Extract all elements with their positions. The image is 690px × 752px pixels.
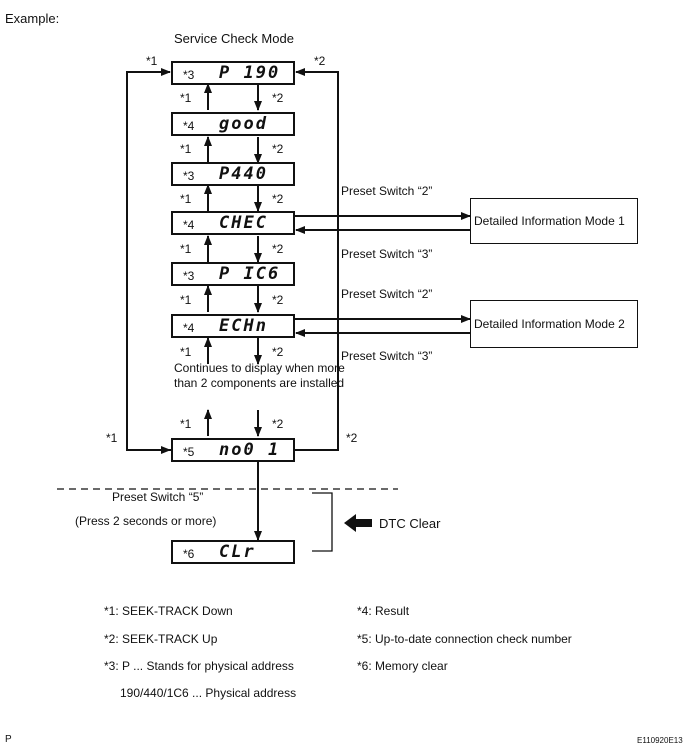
step-mark-1: *1 (180, 192, 192, 206)
step-mark-1: *1 (180, 345, 192, 359)
step-mark-1: *1 (180, 417, 192, 431)
continues-note-line-2: than 2 components are installed (174, 376, 345, 390)
step-mark-1: *1 (180, 242, 192, 256)
step-mark-1: *1 (180, 293, 192, 307)
display-no01: *5 no0 1 (171, 438, 295, 462)
legend-item-3: *3: P ... Stands for physical address (104, 659, 294, 673)
detail-mode-2-box: Detailed Information Mode 2 (470, 300, 638, 348)
display-prefix: *6 (183, 547, 195, 561)
step-mark-2: *2 (272, 192, 284, 206)
detail-mode-1-label: Detailed Information Mode 1 (474, 214, 625, 228)
step-mark-2: *2 (272, 345, 284, 359)
page-marker: P (5, 734, 12, 745)
display-prefix: *5 (183, 445, 195, 459)
preset-switch-3-label: Preset Switch “3” (341, 349, 433, 363)
display-p440: *3 P440 (171, 162, 295, 186)
step-mark-1: *1 (180, 142, 192, 156)
display-good: *4 good (171, 112, 295, 136)
display-code: CHEC (219, 213, 268, 233)
step-mark-1: *1 (180, 91, 192, 105)
legend-item-2: *2: SEEK-TRACK Up (104, 632, 218, 646)
legend-item-4: *4: Result (357, 604, 410, 618)
display-code: P440 (219, 164, 268, 184)
display-prefix: *3 (183, 68, 195, 82)
display-p1c6: *3 P IC6 (171, 262, 295, 286)
display-prefix: *3 (183, 169, 195, 183)
dtc-clear-label: DTC Clear (379, 516, 441, 531)
display-code: P 190 (219, 63, 281, 83)
step-mark-2: *2 (272, 142, 284, 156)
legend-item-6: *6: Memory clear (357, 659, 448, 673)
display-chec: *4 CHEC (171, 211, 295, 235)
mark-2-bottom: *2 (346, 431, 358, 445)
display-code: P IC6 (219, 264, 281, 284)
preset-switch-2-label: Preset Switch “2” (341, 287, 433, 301)
display-prefix: *3 (183, 269, 195, 283)
display-prefix: *4 (183, 119, 195, 133)
mark-1-bottom: *1 (106, 431, 118, 445)
step-mark-2: *2 (272, 242, 284, 256)
display-echn: *4 ECHn (171, 314, 295, 338)
dtc-bracket (312, 492, 333, 552)
display-prefix: *4 (183, 321, 195, 335)
legend-item-5: *5: Up-to-date connection check number (357, 632, 572, 646)
dtc-clear-arrow (344, 514, 372, 532)
display-code: no0 1 (219, 440, 281, 460)
mark-1-top: *1 (146, 54, 158, 68)
detail-mode-1-box: Detailed Information Mode 1 (470, 198, 638, 244)
loop-up-line (294, 68, 339, 451)
press-duration-label: (Press 2 seconds or more) (75, 514, 217, 528)
mark-2-top: *2 (314, 54, 326, 68)
display-prefix: *4 (183, 218, 195, 232)
preset-switch-2-label: Preset Switch “2” (341, 184, 433, 198)
step-mark-2: *2 (272, 293, 284, 307)
detail-mode-2-label: Detailed Information Mode 2 (474, 317, 625, 331)
continues-note-line-1: Continues to display when more (174, 361, 345, 375)
example-label: Example: (5, 11, 60, 26)
preset-switch-5-label: Preset Switch “5” (112, 490, 204, 504)
mode-title: Service Check Mode (174, 31, 294, 46)
display-code: good (219, 114, 268, 134)
legend-item-1: *1: SEEK-TRACK Down (104, 604, 233, 618)
step-mark-2: *2 (272, 91, 284, 105)
preset-switch-3-label: Preset Switch “3” (341, 247, 433, 261)
step-mark-2: *2 (272, 417, 284, 431)
loop-down-line (126, 68, 171, 451)
figure-id: E110920E13 (637, 736, 683, 745)
display-clr: *6 CLr (171, 540, 295, 564)
display-p190: *3 P 190 (171, 61, 295, 85)
display-code: ECHn (219, 316, 268, 336)
display-code: CLr (219, 542, 256, 562)
legend-item-3-detail: 190/440/1C6 ... Physical address (120, 686, 297, 700)
